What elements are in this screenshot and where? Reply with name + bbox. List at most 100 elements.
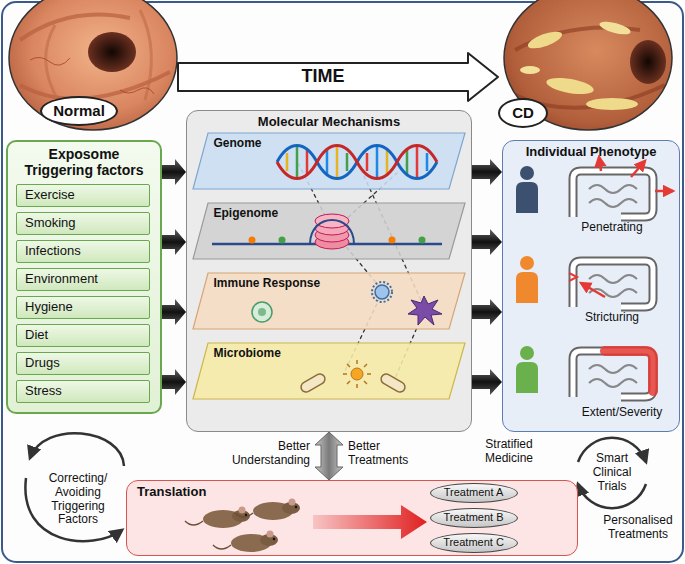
arrow-shape <box>472 159 502 185</box>
microbes <box>299 372 327 394</box>
factor-box: Diet <box>16 324 150 347</box>
microbes <box>351 368 363 380</box>
annotation-label: Better Treatments <box>348 440 428 468</box>
normal-endoscopy-photo <box>20 72 170 99</box>
crohns-endoscopy-photo <box>586 98 638 110</box>
normal-endoscopy-photo <box>20 14 130 40</box>
immune-cells <box>252 302 272 322</box>
immune-cells <box>408 296 442 325</box>
annotation-label: Stratified Medicine <box>472 438 546 466</box>
translation-figures <box>213 531 278 553</box>
feedback-loop-left <box>30 433 124 466</box>
normal-endoscopy-photo <box>30 57 154 94</box>
stage-badge: Normal <box>40 96 118 126</box>
treatment-oval: Treatment A <box>430 483 518 503</box>
normal-endoscopy-photo <box>20 10 170 100</box>
annotation-label: Extent/Severity <box>570 406 674 420</box>
layer-plane: Genome <box>192 132 466 190</box>
node-text: Environment <box>25 272 98 287</box>
phenotype-figures <box>655 190 673 193</box>
annotation-label: Personalised Treatments <box>598 514 678 542</box>
node-text: Immune Response <box>214 277 321 291</box>
translation-figures <box>313 505 427 539</box>
stage-badge: CD <box>498 98 548 128</box>
node-text: Exposome Triggering factors <box>17 142 151 178</box>
dna-helix <box>425 153 428 171</box>
phenotype-figures <box>516 166 538 213</box>
node-text: Smoking <box>25 216 76 231</box>
arrow-shape <box>162 369 186 395</box>
edge-label: TIME <box>299 67 348 87</box>
flow-arrow <box>472 159 502 395</box>
phenotype-figures <box>516 346 538 393</box>
microbes <box>379 372 407 394</box>
nucleosome <box>278 236 285 243</box>
node-text: Hygiene <box>25 300 73 315</box>
phenotype-figures <box>573 171 653 217</box>
phenotype-figures <box>573 351 653 397</box>
translation-panel: TranslationTreatment ATreatment BTreatme… <box>126 480 578 556</box>
crohns-endoscopy-photo <box>630 40 666 84</box>
layer-plane-shape <box>193 273 465 329</box>
translation-figures <box>235 499 300 521</box>
node-text: Molecular Mechanisms <box>187 111 471 130</box>
arrow-shape <box>162 299 186 325</box>
node-text: Exercise <box>25 188 75 203</box>
annotation-label: Penetrating <box>560 221 664 235</box>
phenotype-figures <box>605 351 653 391</box>
factor-box: Stress <box>16 380 150 403</box>
node-text: Infections <box>25 244 81 259</box>
arrow-shape <box>472 369 502 395</box>
arrow-shape <box>162 159 186 185</box>
label-slot: Personalised Treatments <box>598 514 678 542</box>
node-text: Individual Phenotype <box>503 141 679 160</box>
dna-helix <box>277 145 437 178</box>
node-text: Normal <box>53 102 105 119</box>
node-text: Drugs <box>25 356 60 371</box>
crohns-endoscopy-photo <box>520 66 540 74</box>
phenotype-figures <box>599 157 601 171</box>
layer-plane-shape <box>193 343 465 399</box>
nucleosome <box>388 236 395 243</box>
annotation-label: Correcting/ Avoiding Triggering Factors <box>34 472 122 527</box>
label-slot: Penetrating <box>560 221 664 235</box>
dna-helix <box>295 146 298 178</box>
layer-plane: Epigenome <box>192 202 466 260</box>
arrow-shape <box>472 229 502 255</box>
edge-label-slot: TIME <box>299 67 348 87</box>
factor-box: Exercise <box>16 184 150 207</box>
normal-endoscopy-photo <box>88 32 136 72</box>
arrow-shape <box>315 432 343 480</box>
exposome-panel: Exposome Triggering factorsExerciseSmoki… <box>6 140 162 414</box>
layer-plane: Immune Response <box>192 272 466 330</box>
treatment-oval: Treatment B <box>430 508 518 528</box>
crohns-endoscopy-photo <box>504 0 672 130</box>
dna-helix <box>277 145 437 178</box>
label-slot: Better Treatments <box>348 440 428 468</box>
phenotype-figures <box>631 161 645 177</box>
crohns-endoscopy-photo <box>515 28 640 51</box>
node-text: Stress <box>25 384 62 399</box>
flow-arrow <box>162 159 186 395</box>
node-text: CD <box>512 104 534 121</box>
crohns-endoscopy-photo <box>515 19 666 110</box>
node-text: Microbiome <box>214 347 281 361</box>
normal-endoscopy-photo <box>140 10 151 100</box>
factor-box: Smoking <box>16 212 150 235</box>
layer-plane-shape <box>193 133 465 189</box>
normal-endoscopy-photo <box>9 0 177 130</box>
phenotype-figures <box>569 273 577 281</box>
label-slot: Correcting/ Avoiding Triggering Factors <box>34 472 122 527</box>
normal-endoscopy-photo <box>9 0 177 130</box>
node-text: Treatment C <box>443 536 504 549</box>
node-text: Diet <box>25 328 48 343</box>
feedback-loop-left <box>25 433 124 541</box>
immune-cells <box>372 282 392 302</box>
phenotype-figures <box>516 157 673 397</box>
label-slot: Better Understanding <box>222 440 310 468</box>
nucleosome <box>418 236 425 243</box>
treatment-oval: Treatment C <box>430 533 518 553</box>
annotation-label: Stricturing <box>560 311 664 325</box>
